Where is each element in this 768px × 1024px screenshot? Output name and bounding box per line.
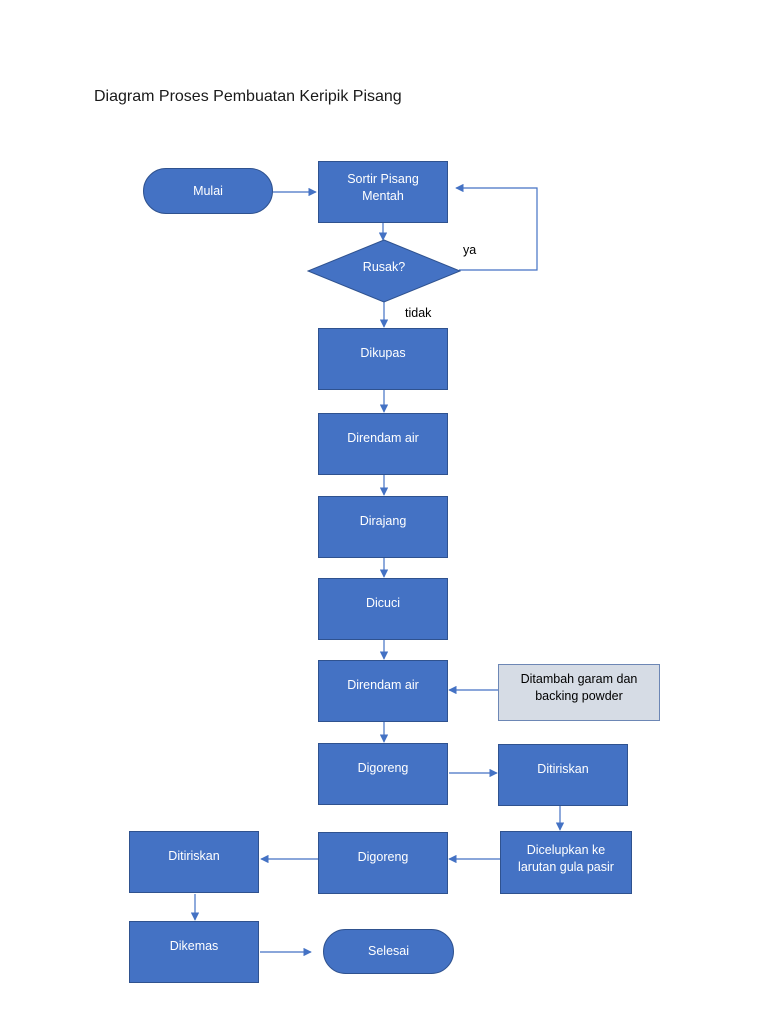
process-dikupas: Dikupas [318,328,448,390]
decision-rusak-label: Rusak? [362,260,406,274]
process-ditiriskan-1: Ditiriskan [498,744,628,806]
end-terminal: Selesai [323,929,454,974]
input-ditambah-garam: Ditambah garam dan backing powder [498,664,660,721]
process-dicuci-label: Dicuci [365,596,401,610]
process-digoreng-2: Digoreng [318,832,448,894]
process-dirajang-label: Dirajang [359,514,407,528]
input-ditambah-garam-label: Ditambah garam dan backing powder [520,672,638,703]
process-sortir: Sortir Pisang Mentah [318,161,448,223]
process-dicuci: Dicuci [318,578,448,640]
process-digoreng-2-label: Digoreng [357,850,409,864]
process-digoreng-1: Digoreng [318,743,448,805]
start-label: Mulai [193,183,223,198]
process-dicelupkan: Dicelupkan ke larutan gula pasir [500,831,632,894]
process-dikemas-label: Dikemas [169,939,219,953]
page-title: Diagram Proses Pembuatan Keripik Pisang [94,88,402,105]
decision-rusak [307,239,461,303]
process-direndam-air-1-label: Direndam air [347,431,419,445]
start-terminal: Mulai [143,168,273,214]
process-dicelupkan-label: Dicelupkan ke larutan gula pasir [518,843,614,874]
edge-label-ya: ya [463,243,477,257]
edge-label-tidak: tidak [405,306,432,320]
process-dirajang: Dirajang [318,496,448,558]
process-ditiriskan-1-label: Ditiriskan [537,762,589,776]
process-digoreng-1-label: Digoreng [357,761,409,775]
arrow-rusak-ya-loop [455,183,538,271]
process-sortir-label: Sortir Pisang Mentah [347,172,419,203]
process-direndam-air-2-label: Direndam air [347,678,419,692]
process-direndam-air-2: Direndam air [318,660,448,722]
process-dikupas-label: Dikupas [360,346,406,360]
process-dikemas: Dikemas [129,921,259,983]
end-label: Selesai [368,944,409,958]
process-ditiriskan-2-label: Ditiriskan [168,849,220,863]
process-direndam-air-1: Direndam air [318,413,448,475]
process-ditiriskan-2: Ditiriskan [129,831,259,893]
